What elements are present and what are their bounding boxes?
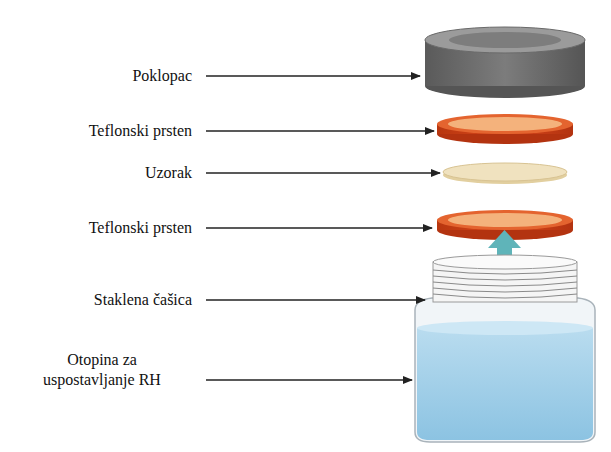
lid (425, 27, 585, 98)
leader-arrow (206, 130, 434, 131)
leader-arrows (206, 76, 440, 380)
teflon-ring (437, 114, 573, 144)
screw-thread (433, 276, 577, 280)
leader-arrow (206, 379, 412, 380)
part-label: Otopina za uspostavljanje RH (22, 350, 182, 390)
part-label: Poklopac (132, 66, 192, 86)
screw-thread (433, 282, 577, 286)
sample-disc (443, 163, 567, 184)
leader-arrow (206, 75, 420, 76)
part-label: Staklena čašica (94, 290, 192, 310)
leader-arrow (206, 172, 440, 173)
screw-thread (433, 270, 577, 274)
part-label: Teflonski prsten (89, 121, 192, 141)
part-label: Uzorak (145, 163, 192, 183)
leader-arrow (206, 227, 432, 228)
glass-jar (415, 255, 595, 442)
part-label: Teflonski prsten (89, 218, 192, 238)
screw-thread (433, 288, 577, 292)
screw-thread (433, 294, 577, 298)
leader-arrow (206, 299, 425, 300)
